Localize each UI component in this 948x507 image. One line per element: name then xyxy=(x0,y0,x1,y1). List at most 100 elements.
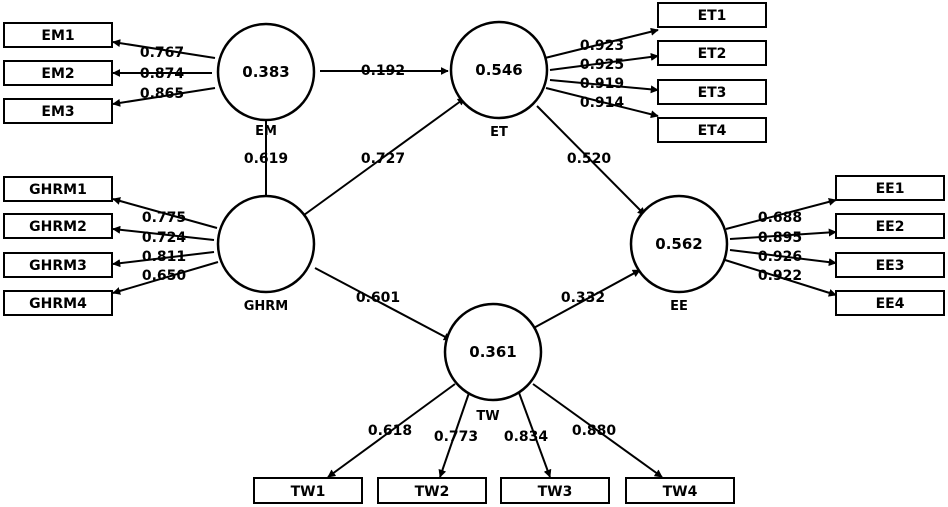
loading-value-ghrm1: 0.775 xyxy=(142,210,186,226)
loading-arrow-ghrm3 xyxy=(112,251,215,268)
latent-tw: 0.361 TW xyxy=(443,302,543,424)
latent-r2: 0.562 xyxy=(655,235,702,253)
indicator-label: ET3 xyxy=(698,85,727,101)
loading-value-et1: 0.923 xyxy=(580,38,624,54)
indicator-label: EM3 xyxy=(41,104,74,120)
loading-value-ghrm4: 0.650 xyxy=(142,268,187,284)
loading-value-et2: 0.925 xyxy=(580,57,624,73)
indicator-ee1: EE1 xyxy=(835,175,945,201)
loading-arrow-ee2 xyxy=(729,228,837,240)
path-arrow-et-ee xyxy=(536,105,646,216)
loading-arrow-ghrm4 xyxy=(112,261,219,295)
indicator-et4: ET4 xyxy=(657,117,767,143)
indicator-et3: ET3 xyxy=(657,79,767,105)
latent-name: TW xyxy=(476,409,499,424)
loading-value-em3: 0.865 xyxy=(140,86,184,102)
loading-value-ee3: 0.926 xyxy=(758,249,802,265)
indicator-label: EE1 xyxy=(876,181,905,197)
indicator-label: GHRM3 xyxy=(29,258,87,274)
indicator-ghrm3: GHRM3 xyxy=(3,252,113,278)
indicator-label: TW3 xyxy=(538,484,573,500)
path-arrow-tw-ee xyxy=(529,269,641,331)
indicator-label: TW4 xyxy=(663,484,698,500)
latent-r2: 0.361 xyxy=(469,343,516,361)
indicator-label: EE2 xyxy=(876,219,905,235)
indicator-label: EM1 xyxy=(41,28,74,44)
indicator-ghrm4: GHRM4 xyxy=(3,290,113,316)
loading-value-ghrm3: 0.811 xyxy=(142,249,186,265)
path-arrow-ghrm-tw xyxy=(314,267,452,341)
loading-arrow-ghrm1 xyxy=(112,197,218,229)
indicator-label: ET1 xyxy=(698,8,727,24)
path-value-em-et: 0.192 xyxy=(361,63,405,79)
loading-value-tw1: 0.618 xyxy=(368,423,412,439)
loading-value-ee2: 0.895 xyxy=(758,230,802,246)
loading-value-tw3: 0.834 xyxy=(504,429,549,445)
loading-arrow-et1 xyxy=(544,27,659,59)
indicator-em2: EM2 xyxy=(3,60,113,86)
loading-arrow-et3 xyxy=(549,79,659,94)
loading-value-em1: 0.767 xyxy=(140,45,184,61)
loading-arrow-ee3 xyxy=(729,249,837,267)
indicator-ghrm1: GHRM1 xyxy=(3,176,113,202)
indicator-ghrm2: GHRM2 xyxy=(3,213,113,239)
loading-value-et3: 0.919 xyxy=(580,76,624,92)
indicator-et2: ET2 xyxy=(657,40,767,66)
indicator-label: GHRM4 xyxy=(29,296,87,312)
indicator-tw2: TW2 xyxy=(377,477,487,504)
path-value-et-ee: 0.520 xyxy=(567,151,612,167)
indicator-ee4: EE4 xyxy=(835,290,945,316)
loading-arrow-em1 xyxy=(112,39,216,59)
loading-value-ee1: 0.688 xyxy=(758,210,802,226)
indicator-et1: ET1 xyxy=(657,2,767,28)
loading-value-et4: 0.914 xyxy=(580,95,625,111)
indicator-label: GHRM2 xyxy=(29,219,87,235)
latent-r2: 0.546 xyxy=(475,61,522,79)
loading-arrow-et4 xyxy=(545,87,659,119)
indicator-label: ET2 xyxy=(698,46,727,62)
path-arrow-ghrm-et xyxy=(303,97,466,216)
latent-r2: 0.383 xyxy=(242,63,289,81)
indicator-label: GHRM1 xyxy=(29,182,87,198)
indicator-label: TW2 xyxy=(415,484,450,500)
loading-value-em2: 0.874 xyxy=(140,66,185,82)
loading-arrow-tw3 xyxy=(517,389,552,478)
indicator-em3: EM3 xyxy=(3,98,113,124)
loading-value-ghrm2: 0.724 xyxy=(142,230,187,246)
loading-arrow-tw1 xyxy=(327,383,456,478)
path-value-ghrm-em: 0.619 xyxy=(244,151,288,167)
path-value-ghrm-tw: 0.601 xyxy=(356,290,400,306)
latent-name: EE xyxy=(670,299,688,314)
loading-arrow-ghrm2 xyxy=(112,225,215,241)
latent-ee: 0.562 EE xyxy=(629,194,729,314)
loading-value-ee4: 0.922 xyxy=(758,268,802,284)
indicator-label: TW1 xyxy=(291,484,326,500)
loading-arrow-em3 xyxy=(112,87,216,107)
loading-arrow-tw4 xyxy=(532,383,663,478)
latent-et: 0.546 ET xyxy=(449,20,549,140)
indicator-tw3: TW3 xyxy=(500,477,610,504)
indicator-em1: EM1 xyxy=(3,22,113,48)
loading-value-tw4: 0.880 xyxy=(572,423,617,439)
indicator-label: EE3 xyxy=(876,258,905,274)
latent-name: ET xyxy=(490,125,508,140)
indicator-ee3: EE3 xyxy=(835,252,945,278)
indicator-label: EM2 xyxy=(41,66,74,82)
loading-arrow-tw2 xyxy=(438,389,471,478)
latent-name: EM xyxy=(255,124,277,139)
loading-arrow-ee4 xyxy=(724,259,837,297)
indicator-ee2: EE2 xyxy=(835,213,945,239)
indicator-label: EE4 xyxy=(876,296,905,312)
indicator-label: ET4 xyxy=(698,123,727,139)
latent-em: 0.383 EM xyxy=(216,22,316,139)
loading-value-tw2: 0.773 xyxy=(434,429,478,445)
path-value-tw-ee: 0.332 xyxy=(561,290,605,306)
loading-arrow-ee1 xyxy=(725,197,837,230)
latent-name: GHRM xyxy=(244,299,289,314)
path-value-ghrm-et: 0.727 xyxy=(361,151,405,167)
latent-ghrm: GHRM xyxy=(216,194,316,314)
loading-arrow-et2 xyxy=(549,52,659,71)
indicator-tw1: TW1 xyxy=(253,477,363,504)
indicator-tw4: TW4 xyxy=(625,477,735,504)
